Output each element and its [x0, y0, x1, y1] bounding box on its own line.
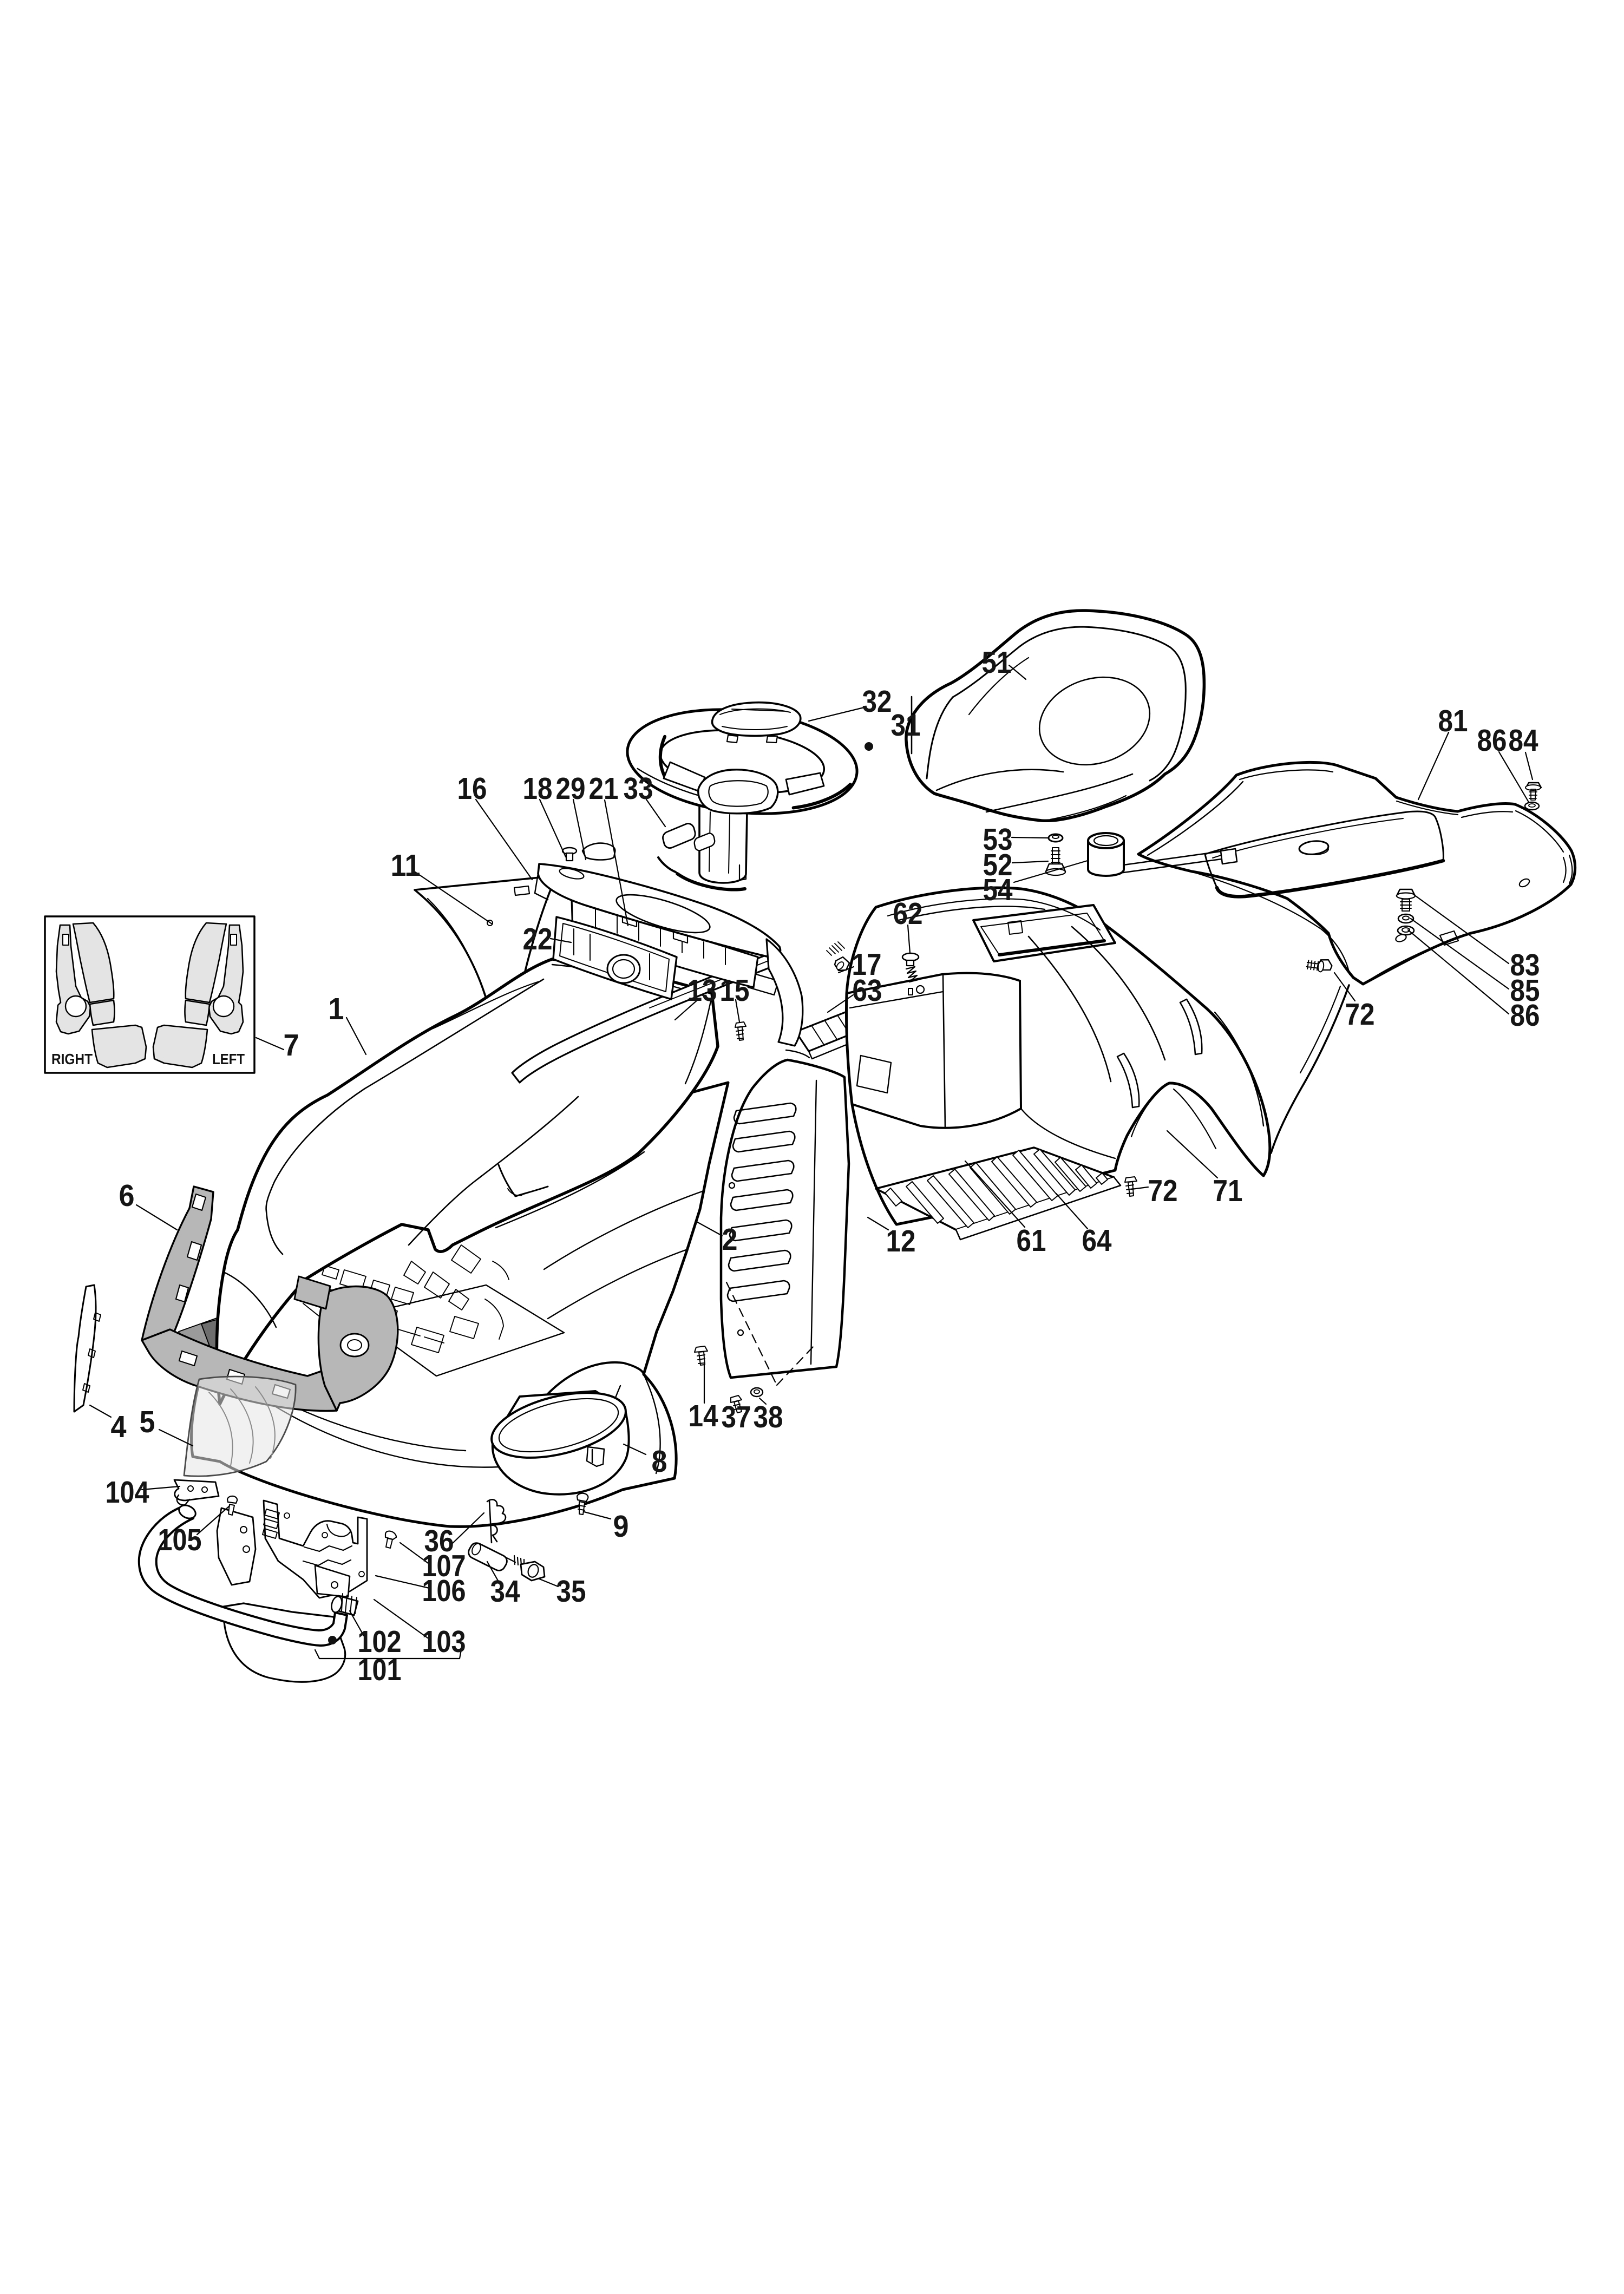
svg-text:4: 4 — [111, 1410, 127, 1444]
svg-text:104: 104 — [106, 1475, 149, 1510]
svg-text:85: 85 — [1510, 973, 1540, 1008]
svg-text:34: 34 — [490, 1574, 520, 1609]
svg-text:14: 14 — [689, 1399, 718, 1433]
svg-text:29: 29 — [556, 771, 586, 806]
svg-text:103: 103 — [422, 1624, 466, 1659]
svg-text:86: 86 — [1510, 998, 1540, 1033]
svg-text:8: 8 — [652, 1444, 667, 1479]
svg-text:1: 1 — [329, 992, 344, 1026]
svg-text:38: 38 — [754, 1400, 783, 1434]
svg-text:62: 62 — [893, 896, 923, 931]
svg-text:63: 63 — [853, 973, 882, 1008]
svg-text:105: 105 — [158, 1523, 202, 1557]
svg-text:32: 32 — [862, 684, 892, 719]
svg-text:53: 53 — [983, 822, 1013, 857]
svg-text:71: 71 — [1213, 1174, 1243, 1208]
svg-text:102: 102 — [358, 1624, 402, 1659]
svg-text:15: 15 — [720, 973, 750, 1008]
svg-text:35: 35 — [556, 1574, 586, 1609]
svg-text:18: 18 — [523, 771, 553, 806]
svg-text:52: 52 — [983, 848, 1013, 882]
svg-text:33: 33 — [624, 771, 653, 806]
svg-text:12: 12 — [886, 1224, 916, 1259]
svg-text:2: 2 — [722, 1222, 738, 1257]
svg-text:72: 72 — [1148, 1174, 1178, 1208]
svg-text:7: 7 — [284, 1028, 299, 1063]
svg-text:11: 11 — [391, 848, 421, 883]
svg-text:21: 21 — [589, 771, 619, 806]
svg-text:64: 64 — [1082, 1223, 1112, 1258]
svg-text:107: 107 — [422, 1549, 466, 1583]
svg-text:LEFT: LEFT — [212, 1051, 245, 1067]
svg-text:81: 81 — [1438, 704, 1468, 738]
svg-text:37: 37 — [722, 1400, 751, 1434]
svg-text:31: 31 — [891, 708, 921, 743]
svg-text:106: 106 — [422, 1574, 466, 1608]
svg-text:51: 51 — [982, 645, 1012, 680]
svg-text:16: 16 — [457, 771, 487, 806]
svg-text:6: 6 — [119, 1178, 135, 1213]
svg-text:22: 22 — [523, 922, 553, 956]
svg-text:84: 84 — [1509, 723, 1538, 758]
svg-text:54: 54 — [983, 873, 1013, 907]
svg-text:RIGHT: RIGHT — [51, 1051, 93, 1067]
svg-text:17: 17 — [852, 947, 882, 982]
svg-text:9: 9 — [613, 1509, 629, 1544]
svg-text:5: 5 — [140, 1405, 155, 1439]
svg-text:83: 83 — [1510, 948, 1540, 982]
svg-text:61: 61 — [1017, 1223, 1046, 1258]
svg-text:101: 101 — [358, 1653, 402, 1687]
svg-text:72: 72 — [1345, 997, 1375, 1032]
svg-text:86: 86 — [1477, 723, 1507, 758]
svg-text:36: 36 — [424, 1524, 454, 1558]
svg-text:13: 13 — [687, 973, 717, 1008]
